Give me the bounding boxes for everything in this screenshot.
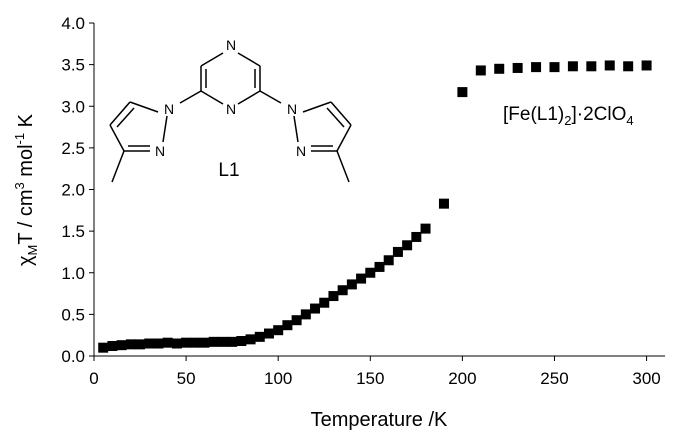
- y-axis-title: χMT / cm3 mol-1 K: [12, 113, 40, 266]
- data-point: [310, 303, 321, 314]
- data-point: [604, 60, 615, 71]
- data-point: [494, 63, 505, 74]
- data-point: [254, 331, 265, 342]
- data-point: [319, 297, 330, 308]
- data-point: [199, 337, 210, 348]
- data-point: [356, 273, 367, 284]
- atom-n-right-pyrazole-2: N: [296, 143, 306, 159]
- y-tick-label: 0.0: [61, 347, 85, 366]
- data-point: [623, 61, 634, 72]
- axes: 0.0 0.5 1.0 1.5 2.0 2.5 3.0 3.5 4.0 0 50 100 150 200…: [61, 14, 665, 388]
- data-point: [549, 62, 560, 73]
- y-ticks: 0.0 0.5 1.0 1.5 2.0 2.5 3.0 3.5 4.0: [61, 14, 94, 366]
- data-point: [365, 267, 376, 278]
- y-axis-rest3: K: [15, 113, 37, 133]
- data-point: [475, 65, 486, 76]
- data-point: [162, 337, 173, 348]
- data-point: [641, 60, 652, 71]
- data-point: [282, 320, 293, 331]
- y-tick-label: 3.0: [61, 97, 85, 116]
- data-point: [383, 255, 394, 266]
- y-axis-rest1: T / cm: [15, 189, 37, 244]
- data-point: [181, 337, 192, 348]
- compound-sub4: 4: [626, 113, 633, 128]
- data-point: [208, 336, 219, 347]
- y-tick-label: 0.5: [61, 305, 85, 324]
- data-point: [144, 338, 155, 349]
- x-tick-label: 0: [89, 369, 98, 388]
- data-point: [420, 223, 431, 234]
- compound-label: [Fe(L1)2]·2ClO4: [503, 104, 634, 128]
- x-tick-label: 150: [356, 369, 384, 388]
- data-point: [567, 61, 578, 72]
- atom-n-top: N: [226, 37, 236, 53]
- atom-n-left-pyrazole-2: N: [155, 143, 165, 159]
- data-point: [531, 62, 542, 73]
- data-point: [300, 309, 311, 320]
- y-axis-rest2: mol: [15, 144, 37, 182]
- y-tick-label: 2.0: [61, 181, 85, 200]
- y-axis-sup3: 3: [12, 182, 27, 189]
- data-point: [217, 336, 228, 347]
- atom-n-right-pyrazole-1: N: [287, 101, 297, 117]
- data-point: [171, 338, 182, 349]
- data-point: [411, 231, 422, 242]
- compound-sub2: 2: [564, 113, 571, 128]
- data-point: [337, 285, 348, 296]
- data-point: [438, 198, 449, 209]
- data-point: [457, 87, 468, 98]
- atom-n-left-pyrazole-1: N: [164, 101, 174, 117]
- x-tick-label: 300: [632, 369, 660, 388]
- data-point: [512, 62, 523, 73]
- y-tick-label: 4.0: [61, 14, 85, 33]
- y-axis-sub-m: M: [25, 245, 40, 256]
- data-point: [263, 328, 274, 339]
- data-point: [116, 340, 127, 351]
- compound-p2: ]·2ClO: [571, 104, 626, 125]
- atom-n-bottom: N: [226, 101, 236, 117]
- y-axis-chi: χ: [15, 255, 37, 266]
- data-point: [125, 339, 136, 350]
- y-axis-supneg1: -1: [12, 133, 27, 145]
- y-tick-label: 3.5: [61, 56, 85, 75]
- y-tick-label: 2.5: [61, 139, 85, 158]
- data-point: [402, 240, 413, 251]
- data-point: [346, 279, 357, 290]
- data-point: [107, 341, 118, 352]
- data-point: [98, 342, 109, 353]
- ligand-label: L1: [218, 160, 239, 181]
- data-point: [291, 315, 302, 326]
- data-point: [245, 334, 256, 345]
- data-point: [190, 337, 201, 348]
- data-point: [135, 339, 146, 350]
- y-tick-label: 1.0: [61, 264, 85, 283]
- x-axis-title: Temperature /K: [311, 409, 448, 431]
- data-point: [227, 336, 238, 347]
- data-point: [586, 61, 597, 72]
- data-point: [374, 261, 385, 272]
- data-point: [328, 291, 339, 302]
- y-tick-label: 1.5: [61, 222, 85, 241]
- data-markers: [98, 60, 652, 353]
- data-point: [236, 336, 247, 347]
- x-tick-label: 250: [540, 369, 568, 388]
- data-point: [392, 246, 403, 257]
- compound-p1: [Fe(L1): [503, 104, 564, 125]
- x-ticks: 0 50 100 150 200 250 300: [89, 356, 661, 388]
- data-point: [153, 338, 164, 349]
- ligand-atoms: N N N N N N: [155, 37, 306, 159]
- x-tick-label: 200: [448, 369, 476, 388]
- data-point: [273, 325, 284, 336]
- x-tick-label: 50: [177, 369, 196, 388]
- x-tick-label: 100: [264, 369, 292, 388]
- ligand-structure: [109, 52, 352, 183]
